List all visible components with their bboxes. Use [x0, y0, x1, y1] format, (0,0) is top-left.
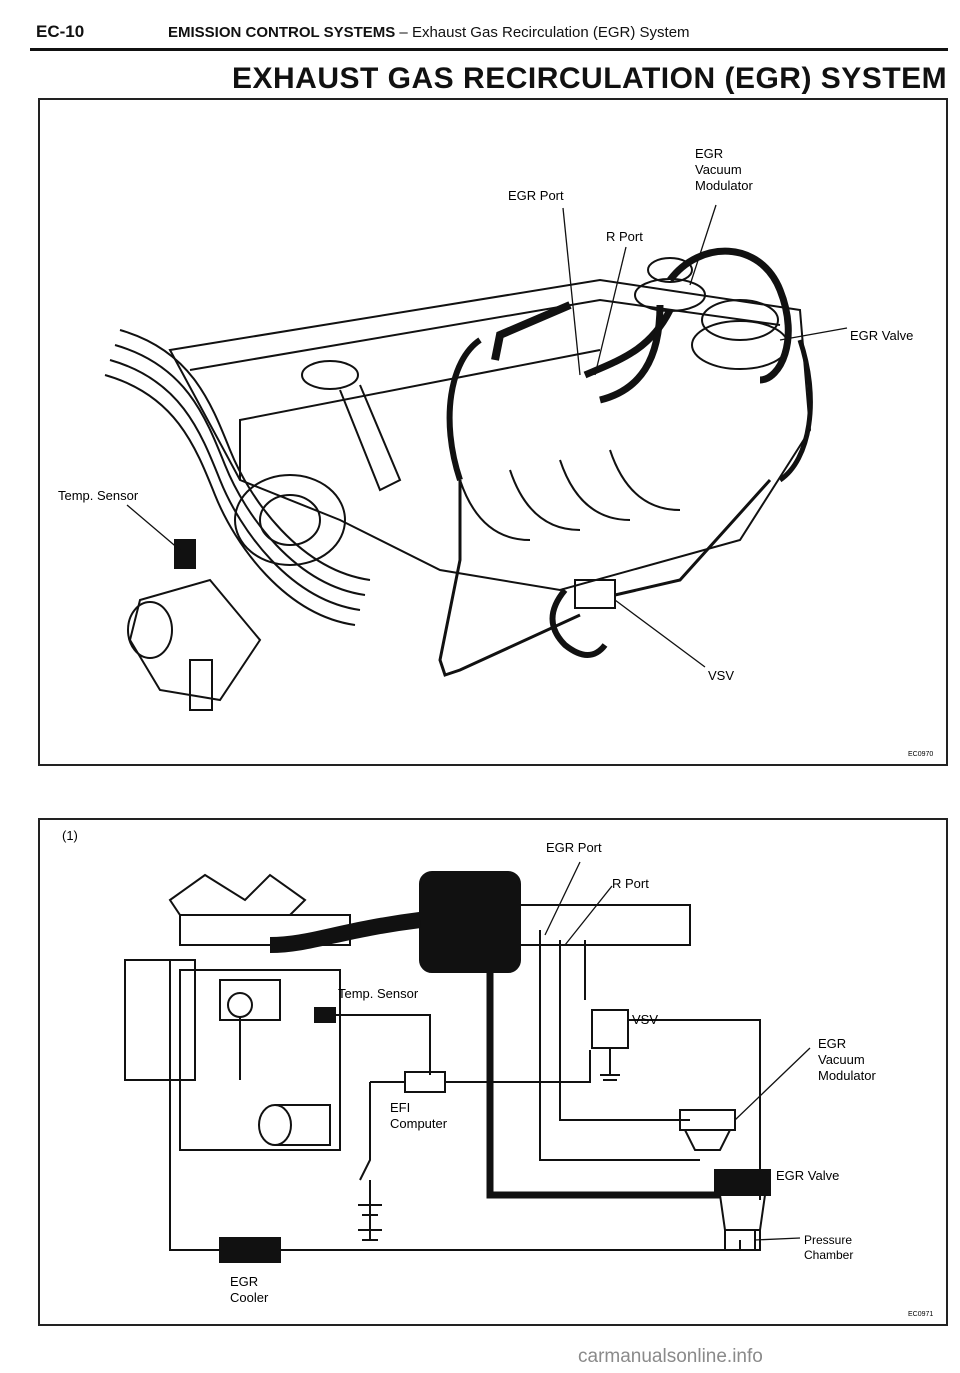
- watermark-text: carmanualsonline.info: [578, 1346, 763, 1367]
- figure-egr-schematic: (1) EGR Port R Port Temp. Sensor VSV EGR…: [38, 818, 948, 1326]
- label-egr-port: EGR Port: [508, 188, 564, 203]
- label-egr-cooler: EGR Cooler: [230, 1274, 269, 1305]
- figure-code: EC0971: [908, 1311, 933, 1318]
- label-pressure-chamber: Pressure Chamber: [804, 1233, 855, 1262]
- vsv-part: [591, 1009, 629, 1049]
- egr-gas-line: [486, 970, 720, 1199]
- label-temp-sensor: Temp. Sensor: [338, 986, 419, 1001]
- label-efi-computer: EFI Computer: [390, 1100, 448, 1131]
- oil-cap: [301, 360, 359, 390]
- section-header: EMISSION CONTROL SYSTEMS – Exhaust Gas R…: [168, 24, 690, 41]
- egr-valve-part: [714, 1169, 771, 1196]
- temp-sensor-wire: [330, 1014, 431, 1075]
- page-title: EXHAUST GAS RECIRCULATION (EGR) SYSTEM: [232, 62, 948, 95]
- label-vsv: VSV: [708, 668, 734, 683]
- label-egr-vacuum-modulator: EGR Vacuum Modulator: [818, 1036, 876, 1083]
- label-egr-valve: EGR Valve: [776, 1168, 839, 1183]
- plenum-chamber: [419, 871, 521, 973]
- egr-vacuum-modulator-part: [647, 257, 693, 283]
- egr-schematic-drawing: (1) EGR Port R Port Temp. Sensor VSV EGR…: [62, 828, 933, 1318]
- label-egr-valve: EGR Valve: [850, 328, 913, 343]
- section-separator: –: [399, 24, 408, 41]
- engine-block: [179, 969, 341, 1151]
- figure-number: (1): [62, 828, 78, 843]
- distributor: [234, 474, 346, 566]
- subsection-name: Exhaust Gas Recirculation (EGR) System: [411, 24, 690, 41]
- figure-code: EC0970: [908, 751, 933, 758]
- temp-sensor-part: [174, 539, 196, 569]
- intake-manifold: [168, 278, 812, 592]
- label-vsv: VSV: [632, 1012, 658, 1027]
- efi-computer-box: [404, 1071, 446, 1093]
- header-rule: [30, 48, 948, 51]
- figure-engine-illustration: EGR Port EGR Vacuum Modulator R Port EGR…: [38, 98, 948, 766]
- label-temp-sensor: Temp. Sensor: [58, 488, 139, 503]
- egr-valve-part: [701, 299, 779, 341]
- egr-cooler-part: [219, 1237, 281, 1263]
- vacuum-hose: [667, 247, 792, 384]
- thermostat-housing: [128, 578, 262, 702]
- page-code: EC-10: [36, 22, 85, 41]
- label-egr-vacuum-modulator: EGR Vacuum Modulator: [695, 146, 753, 193]
- engine-drawing: EGR Port EGR Vacuum Modulator R Port EGR…: [58, 146, 933, 758]
- exhaust-outlet: [258, 1104, 292, 1146]
- egr-port-line: [539, 930, 700, 1161]
- coolant-passage: [124, 959, 196, 1081]
- egr-pipe: [491, 301, 572, 361]
- section-name: EMISSION CONTROL SYSTEMS: [168, 24, 396, 41]
- air-intake: [168, 873, 307, 916]
- label-r-port: R Port: [612, 876, 649, 891]
- exhaust-return-line: [169, 960, 220, 1251]
- label-egr-port: EGR Port: [546, 840, 602, 855]
- label-r-port: R Port: [606, 229, 643, 244]
